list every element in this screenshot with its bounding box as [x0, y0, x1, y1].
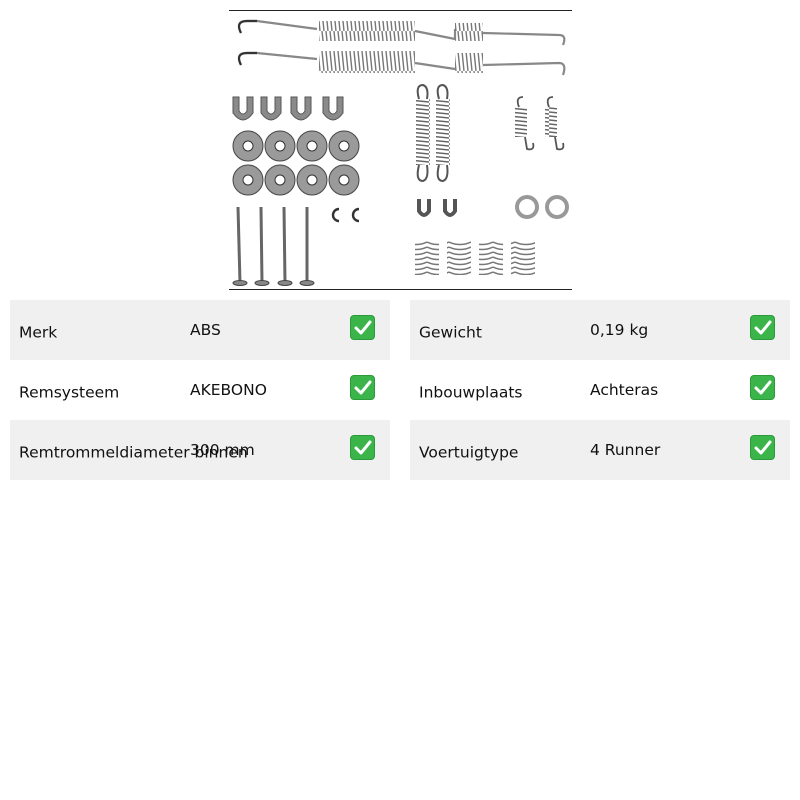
spec-label: Inbouwplaats — [419, 383, 523, 402]
compression-springs — [415, 241, 535, 275]
product-image — [229, 10, 572, 290]
spec-value: 300 mm — [190, 441, 255, 459]
spec-label: Voertuigtype — [419, 443, 519, 462]
spec-row-remtrommeldiameter: Remtrommeldiameter binnen 300 mm — [10, 420, 390, 480]
check-icon — [350, 375, 375, 400]
brake-kit-illustration — [232, 19, 569, 286]
check-icon — [750, 435, 775, 460]
hold-down-pins — [236, 206, 309, 284]
spec-row-gewicht: Gewicht 0,19 kg — [410, 300, 790, 360]
spec-row-voertuigtype: Voertuigtype 4 Runner — [410, 420, 790, 480]
spec-row-merk: Merk ABS — [10, 300, 390, 360]
long-spring-top — [237, 19, 566, 46]
small-springs — [515, 96, 565, 151]
spec-row-remsysteem: Remsysteem AKEBONO — [10, 360, 390, 420]
spec-row-inbouwplaats: Inbouwplaats Achteras — [410, 360, 790, 420]
check-icon — [350, 315, 375, 340]
spec-label: Remsysteem — [19, 383, 120, 402]
spec-label: Merk — [19, 323, 58, 342]
e-clips — [331, 207, 360, 223]
spec-value: 4 Runner — [590, 441, 661, 459]
spec-label: Gewicht — [419, 323, 482, 342]
spec-table-right: Gewicht 0,19 kg Inbouwplaats Achteras Vo… — [410, 300, 790, 480]
spec-value: 0,19 kg — [590, 321, 649, 339]
vertical-springs — [416, 83, 450, 183]
spec-value: Achteras — [590, 381, 659, 399]
rings — [515, 195, 569, 219]
spec-table-left: Merk ABS Remsysteem AKEBONO Remtrommeldi… — [10, 300, 390, 480]
spec-value: ABS — [190, 321, 221, 339]
spec-label: Remtrommeldiameter binnen — [19, 443, 248, 462]
check-icon — [350, 435, 375, 460]
long-spring-bottom — [237, 51, 566, 76]
u-clips — [232, 96, 344, 121]
small-u-clips — [417, 199, 457, 217]
washers — [232, 130, 360, 196]
spec-value: AKEBONO — [190, 381, 267, 399]
check-icon — [750, 315, 775, 340]
check-icon — [750, 375, 775, 400]
